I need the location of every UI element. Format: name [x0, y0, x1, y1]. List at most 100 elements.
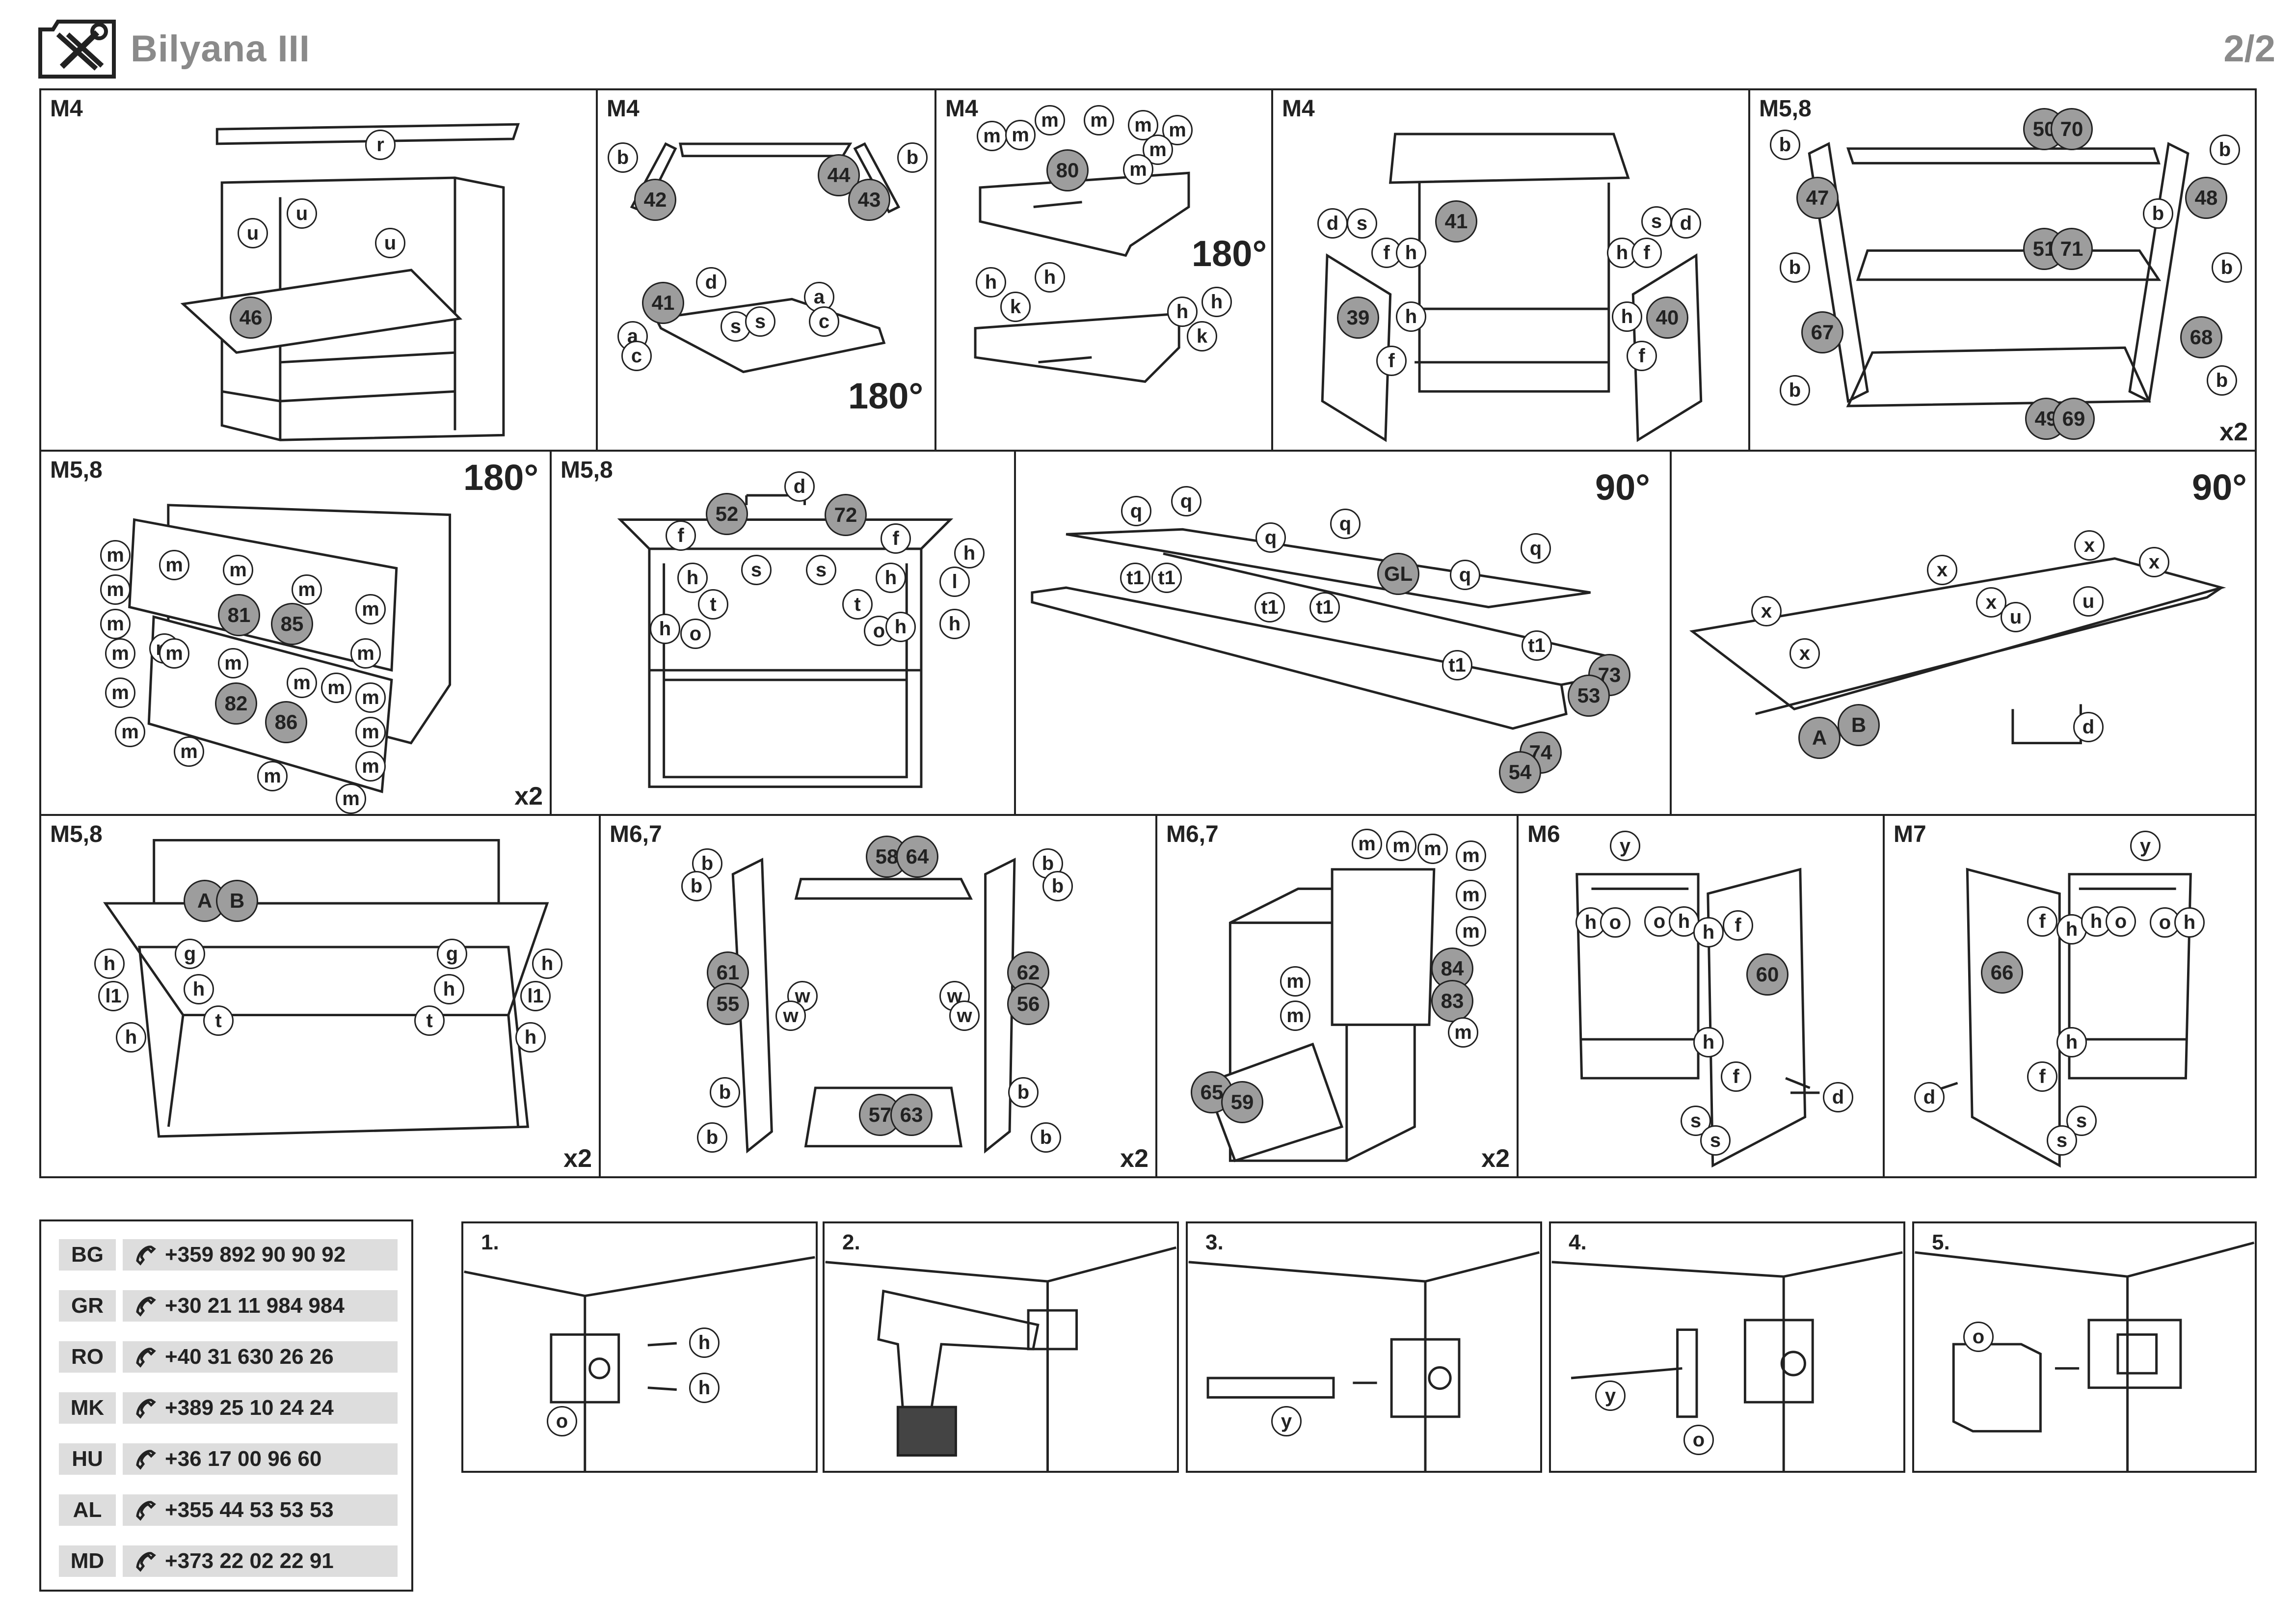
hw-m: m — [1035, 105, 1065, 135]
hw-g: g — [437, 939, 467, 969]
hw-h: h — [1612, 301, 1642, 332]
part-GL: GL — [1377, 553, 1419, 595]
part-56: 56 — [1007, 983, 1049, 1025]
hw-o: o — [547, 1406, 577, 1436]
hw-m: m — [1084, 105, 1114, 135]
hw-d: d — [1823, 1082, 1853, 1112]
hw-b: b — [2143, 198, 2173, 229]
hw-b: b — [1008, 1077, 1039, 1108]
part-B: B — [1838, 704, 1880, 746]
panel-13: M6 60 y h o o h h f h f s s d — [1517, 814, 1885, 1178]
phone-icon — [136, 1552, 156, 1572]
hw-m: m — [355, 682, 386, 713]
panel-11: M6,7 x2 58 64 61 55 62 56 57 63 b b b b … — [599, 814, 1157, 1178]
hw-b: b — [2207, 365, 2237, 396]
panel-6: M5,8 x2 180° 81 85 82 86 m m m m m m m m… — [39, 450, 552, 816]
hw-b: b — [1780, 252, 1810, 283]
hw-s: s — [1700, 1125, 1731, 1156]
hw-m: m — [257, 761, 288, 791]
phone-field: +40 31 630 26 26 — [123, 1341, 398, 1373]
hw-d: d — [784, 471, 815, 502]
step-2: 2. — [823, 1221, 1179, 1473]
hw-m: m — [1128, 110, 1158, 140]
contact-row: AL +355 44 53 53 53 — [59, 1494, 398, 1526]
hw-m: m — [115, 717, 145, 747]
panel-14: M7 66 y f h h o o h h f s s d — [1883, 814, 2257, 1178]
hw-f: f — [666, 520, 696, 551]
hw-h: h — [650, 614, 680, 644]
hw-f: f — [1376, 346, 1407, 376]
hw-m: m — [1417, 834, 1448, 864]
country-code: MK — [59, 1392, 116, 1424]
hw-m: m — [355, 751, 386, 782]
hw-o: o — [680, 619, 711, 649]
step-label: 2. — [842, 1230, 860, 1254]
hw-l: l — [939, 567, 970, 597]
contact-row: MK +389 25 10 24 24 — [59, 1392, 398, 1424]
hw-o: o — [1600, 907, 1630, 938]
hw-x: x — [1751, 596, 1782, 626]
panel-8: 90° GL 73 53 74 54 q q q q q q t1 t1 t1 … — [1014, 450, 1672, 816]
country-code: HU — [59, 1443, 116, 1475]
hw-u: u — [2073, 586, 2104, 617]
part-80: 80 — [1046, 149, 1089, 191]
hw-t: t — [414, 1005, 445, 1036]
drawer-frame-drawing — [630, 142, 901, 374]
hw-m: m — [1456, 840, 1486, 871]
hw-f: f — [2027, 906, 2057, 937]
step-3: 3. y — [1186, 1221, 1542, 1473]
part-46: 46 — [230, 297, 272, 339]
phone-field: +36 17 00 96 60 — [123, 1443, 398, 1475]
cabinet-drawing — [180, 123, 520, 441]
hw-q: q — [1450, 560, 1480, 590]
hw-t1: t1 — [1120, 563, 1150, 593]
part-68: 68 — [2180, 316, 2222, 358]
hw-s: s — [745, 306, 775, 337]
quantity-label: x2 — [1481, 1144, 1510, 1173]
cabinet-sides-drawing — [731, 857, 1016, 1154]
part-64: 64 — [896, 836, 938, 878]
rotation-label: 90° — [1595, 467, 1650, 508]
hw-m: m — [100, 540, 131, 570]
hw-q: q — [1330, 509, 1361, 539]
hw-s: s — [741, 555, 772, 585]
hw-h: h — [532, 948, 562, 979]
top-panel-drawing — [1689, 557, 2226, 745]
hw-d: d — [1671, 208, 1701, 239]
hw-b: b — [2212, 252, 2242, 283]
panel-label: M6,7 — [610, 821, 662, 847]
hw-y: y — [1595, 1380, 1626, 1411]
hw-m: m — [1280, 966, 1310, 997]
phone-number: +36 17 00 96 60 — [165, 1447, 322, 1471]
part-86: 86 — [265, 701, 307, 743]
hw-o: o — [2106, 906, 2136, 937]
rotation-label: 180° — [1192, 233, 1267, 274]
hanging-bracket-drawing — [1915, 1241, 2255, 1471]
phone-icon — [136, 1348, 156, 1368]
hw-t1: t1 — [1442, 650, 1472, 680]
phone-number: +30 21 11 984 984 — [165, 1294, 345, 1318]
hw-d: d — [696, 267, 726, 298]
panel-9: 90° A B x x x x x x u u d — [1670, 450, 2257, 816]
hw-r: r — [365, 130, 396, 160]
hw-w: w — [775, 1001, 806, 1031]
open-cabinet-drawing — [1204, 868, 1436, 1163]
hw-b: b — [1770, 130, 1800, 160]
part-55: 55 — [707, 983, 749, 1025]
hw-q: q — [1521, 533, 1551, 564]
part-63: 63 — [890, 1094, 933, 1136]
step-1: 1. h h o — [461, 1221, 818, 1473]
part-67: 67 — [1801, 311, 1843, 353]
hw-k: k — [1000, 292, 1031, 322]
country-code: MD — [59, 1545, 116, 1577]
step-4: 4. y o — [1549, 1221, 1905, 1473]
part-54: 54 — [1499, 751, 1541, 793]
phone-icon — [136, 1297, 156, 1317]
step-label: 4. — [1569, 1230, 1587, 1254]
drawer-fronts-drawing — [128, 504, 452, 793]
left-door-cabinet-drawing — [1575, 867, 1820, 1168]
contacts-box: BG +359 892 90 90 92 GR +30 21 11 984 98… — [39, 1219, 413, 1592]
hw-k: k — [1187, 321, 1217, 352]
hw-s: s — [2066, 1106, 2097, 1136]
contact-row: HU +36 17 00 96 60 — [59, 1443, 398, 1475]
